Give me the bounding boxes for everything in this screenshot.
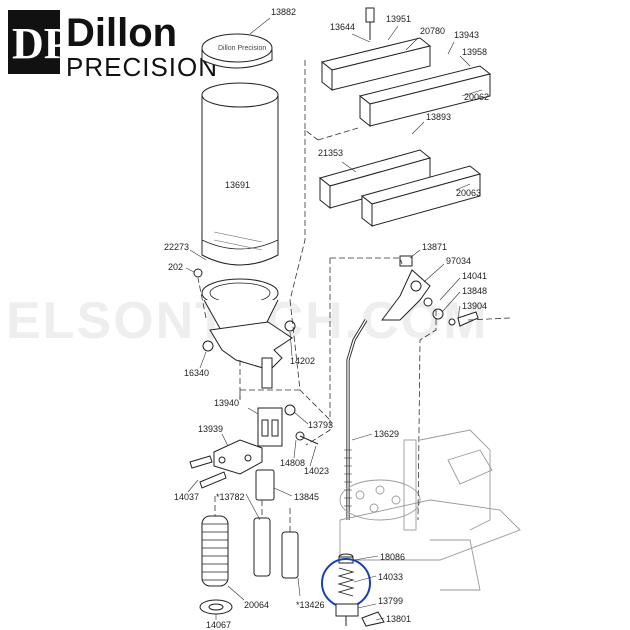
body-13940 xyxy=(257,404,319,447)
label-13871: 13871 xyxy=(422,242,447,252)
brand-logo: DP Dillon PRECISION xyxy=(8,10,218,82)
label-13782: *13782 xyxy=(216,492,245,502)
assembly-lines xyxy=(197,60,511,532)
label-13629: 13629 xyxy=(374,429,399,439)
slide-21353 xyxy=(318,149,432,210)
label-22273: 22273 xyxy=(164,242,189,252)
label-16340: 16340 xyxy=(184,368,209,378)
press-frame xyxy=(339,429,521,591)
label-14041: 14041 xyxy=(462,271,487,281)
bellcrank-13871 xyxy=(381,255,479,327)
slide-20063 xyxy=(360,165,482,228)
slide-20062 xyxy=(358,65,492,128)
label-13799: 13799 xyxy=(378,596,403,606)
slide-20780 xyxy=(320,37,432,92)
label-14808: 14808 xyxy=(280,458,305,468)
rod-13629 xyxy=(344,319,368,520)
label-13939: 13939 xyxy=(198,424,223,434)
tube-13426 xyxy=(281,531,299,579)
label-13793: 13793 xyxy=(308,420,333,430)
tube-13691 xyxy=(201,82,279,266)
screw-13951 xyxy=(365,7,375,40)
cap-13882: Dillon Precision xyxy=(201,33,273,69)
label-13958: 13958 xyxy=(462,47,487,57)
label-14037: 14037 xyxy=(174,492,199,502)
label-202: 202 xyxy=(168,262,183,272)
brand-monogram-box xyxy=(8,10,60,74)
bushing-13845 xyxy=(255,469,275,501)
arm-13939 xyxy=(189,439,263,489)
tube-13782 xyxy=(253,517,271,577)
label-18086: 18086 xyxy=(380,552,405,562)
label-14033: 14033 xyxy=(378,572,403,582)
label-13848: 13848 xyxy=(462,286,487,296)
label-13951: 13951 xyxy=(386,14,411,24)
label-13845: 13845 xyxy=(294,492,319,502)
label-14202: 14202 xyxy=(290,356,315,366)
label-13691: 13691 xyxy=(225,180,250,190)
label-20780: 20780 xyxy=(420,26,445,36)
label-13882: 13882 xyxy=(271,7,296,17)
brand-monogram: DP xyxy=(12,19,71,68)
highlight-circle xyxy=(321,558,371,608)
cap-text: Dillon Precision xyxy=(218,45,266,52)
leader-lines xyxy=(187,17,483,621)
label-14067: 14067 xyxy=(206,620,231,630)
part-13799 xyxy=(335,603,359,626)
spring-14033 xyxy=(337,567,355,597)
label-13940: 13940 xyxy=(214,398,239,408)
label-13644: 13644 xyxy=(330,22,355,32)
label-20062: 20062 xyxy=(464,92,489,102)
screw-202 xyxy=(185,267,203,278)
funnel-body xyxy=(201,278,296,389)
label-13904: 13904 xyxy=(462,301,487,311)
label-20063: 20063 xyxy=(456,188,481,198)
label-13893: 13893 xyxy=(426,112,451,122)
spring-20064 xyxy=(201,515,229,587)
label-14023: 14023 xyxy=(304,466,329,476)
label-13801: 13801 xyxy=(386,614,411,624)
label-13426: *13426 xyxy=(296,600,325,610)
brand-name: Dillon xyxy=(66,11,177,55)
part-13801 xyxy=(361,611,385,627)
part-labels: 13882 13644 13951 20780 13943 13958 2006… xyxy=(164,7,489,630)
brand-sub: PRECISION xyxy=(66,52,218,82)
nut-14067 xyxy=(199,599,233,615)
label-20064: 20064 xyxy=(244,600,269,610)
label-13943: 13943 xyxy=(454,30,479,40)
label-97034: 97034 xyxy=(446,256,471,266)
label-21353: 21353 xyxy=(318,148,343,158)
